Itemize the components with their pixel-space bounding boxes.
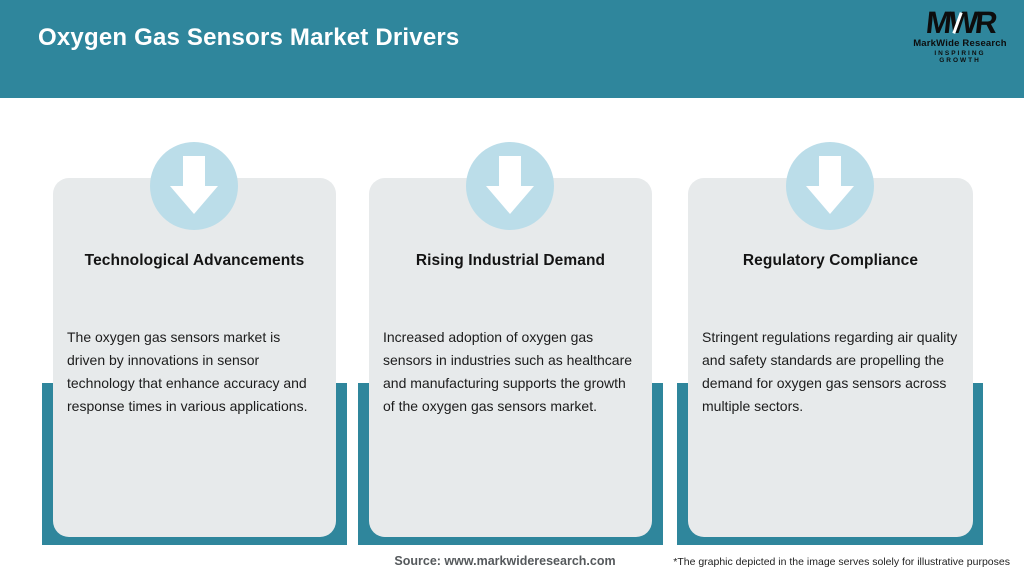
card-title: Regulatory Compliance <box>742 252 919 269</box>
disclaimer-note: *The graphic depicted in the image serve… <box>673 556 1010 568</box>
arrow-down-icon <box>486 156 534 214</box>
logo-name: MarkWide Research <box>913 38 1007 49</box>
arrow-down-icon <box>806 156 854 214</box>
header-band: Oxygen Gas Sensors Market Drivers MWR Ma… <box>0 0 1024 98</box>
card-title: Rising Industrial Demand <box>415 252 606 269</box>
arrow-badge <box>150 142 238 230</box>
driver-card-rising-industrial-demand: Rising Industrial Demand Increased adopt… <box>369 178 652 537</box>
markwide-research-logo: MWR MarkWide Research INSPIRING GROWTH <box>912 5 1008 64</box>
logo-tagline: INSPIRING GROWTH <box>934 50 986 64</box>
driver-card-technological-advancements: Technological Advancements The oxygen ga… <box>53 178 336 537</box>
arrow-down-icon <box>170 156 218 214</box>
arrow-badge <box>786 142 874 230</box>
page-title: Oxygen Gas Sensors Market Drivers <box>38 24 460 51</box>
card-body: Stringent regulations regarding air qual… <box>702 329 958 414</box>
card-title: Technological Advancements <box>84 252 305 269</box>
arrow-badge <box>466 142 554 230</box>
source-attribution: Source: www.markwideresearch.com <box>394 554 616 568</box>
card-body: The oxygen gas sensors market is driven … <box>67 329 308 414</box>
card-body: Increased adoption of oxygen gas sensors… <box>383 329 633 414</box>
driver-card-regulatory-compliance: Regulatory Compliance Stringent regulati… <box>688 178 973 537</box>
